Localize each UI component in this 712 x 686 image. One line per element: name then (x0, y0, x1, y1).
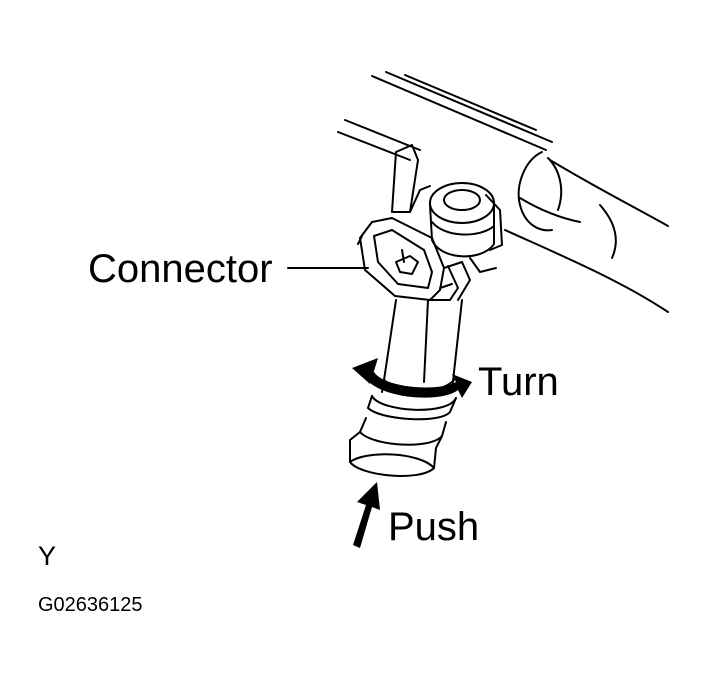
connector-label: Connector (88, 247, 273, 291)
push-label: Push (388, 505, 480, 549)
injector-connector (357, 217, 471, 301)
turn-label: Turn (478, 360, 559, 404)
retainer-clip (391, 144, 503, 251)
view-code-label: Y (38, 541, 57, 571)
push-arrow (353, 482, 380, 548)
turn-arrow (352, 358, 472, 398)
fuel-delivery-pipe (337, 71, 669, 313)
injector-head (429, 182, 497, 273)
figure-id-label: G02636125 (38, 594, 143, 616)
